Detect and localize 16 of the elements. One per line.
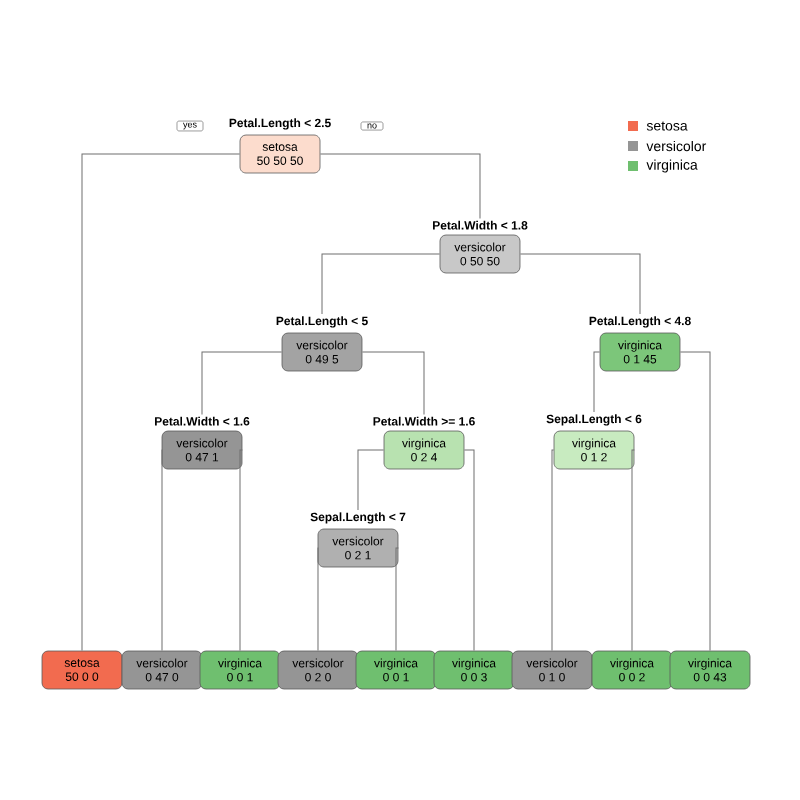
tree-branch	[317, 547, 319, 652]
tree-branch	[551, 449, 555, 652]
tree-branch	[463, 449, 475, 652]
tree-branch	[321, 253, 441, 315]
tree-branch	[361, 351, 425, 415]
tree-branch	[631, 449, 635, 652]
tree-branch	[201, 351, 283, 415]
tree-branch	[319, 153, 481, 219]
tree-branch	[593, 351, 601, 413]
tree-branch	[81, 153, 241, 652]
tree-branch	[395, 547, 399, 652]
tree-branch	[239, 449, 243, 652]
tree-branch	[161, 449, 163, 652]
tree-branch	[519, 253, 641, 315]
tree-branch	[357, 449, 385, 511]
tree-branch	[679, 351, 711, 652]
